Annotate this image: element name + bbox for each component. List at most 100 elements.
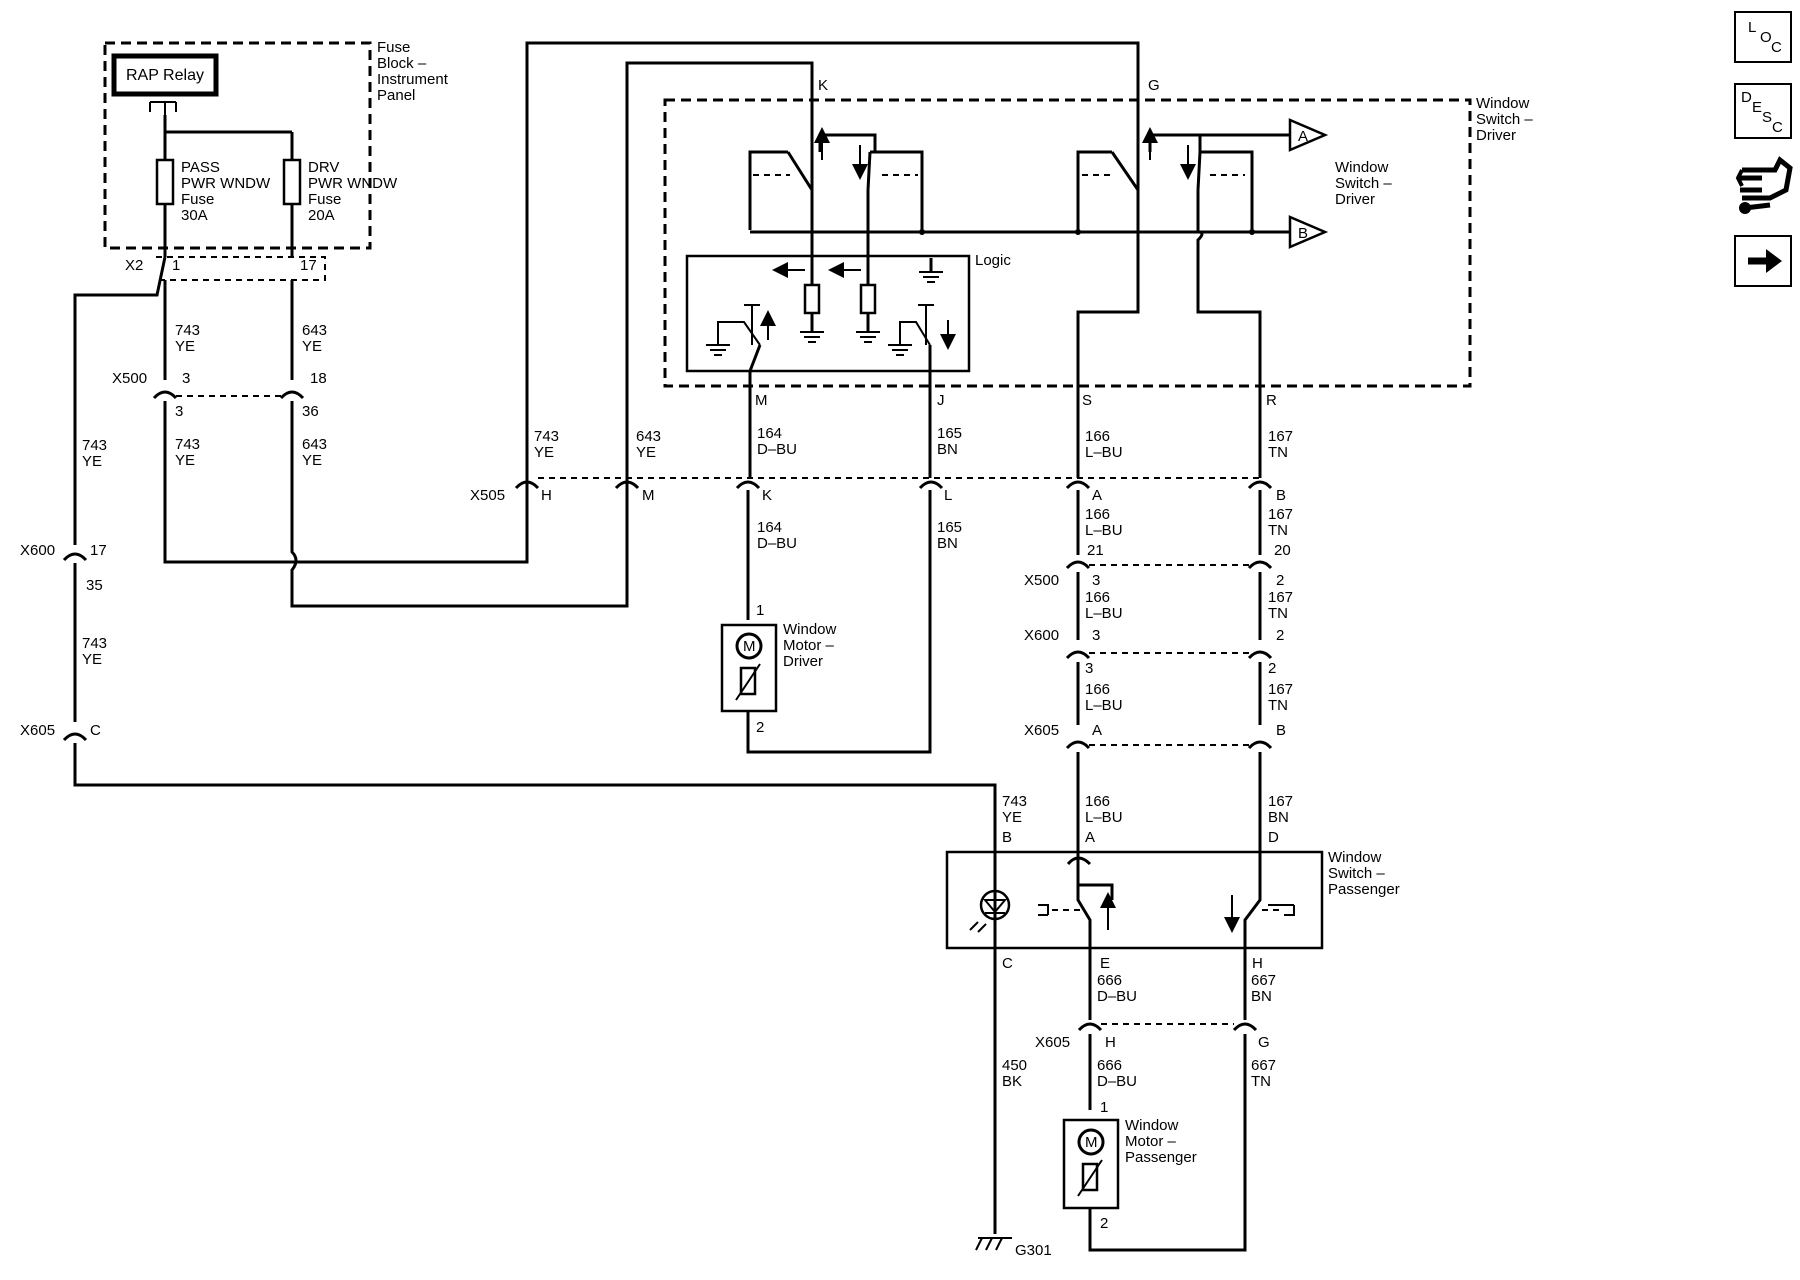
passenger-feed-chain: 166 L–BU 167 TN 166 L–BU 167 TN 21 20 X5… (1002, 386, 1293, 850)
pin-label: 3 (1092, 627, 1100, 644)
pin-label: L (944, 487, 952, 504)
pin-label: 20 (1274, 542, 1291, 559)
pin-label: 1 (756, 602, 764, 619)
pin-label: 3 (182, 370, 190, 387)
pin-label: J (937, 392, 945, 409)
wire-label: BN (937, 535, 958, 552)
pin-label: R (1266, 392, 1277, 409)
wire-label: 743 (1002, 793, 1027, 810)
pin-label: 21 (1087, 542, 1104, 559)
pin-label: G (1258, 1034, 1270, 1051)
switch-driver-arrows-label: Window (1335, 159, 1389, 176)
wire-label: 165 (937, 425, 962, 442)
pass-fuse-label-4: 30A (181, 207, 208, 224)
wire-label: 743 (175, 436, 200, 453)
pin-label: E (1100, 955, 1110, 972)
pin-label: K (762, 487, 772, 504)
wire-label: 167 (1268, 793, 1293, 810)
pass-fuse-label-2: PWR WNDW (181, 175, 271, 192)
switch-passenger-label: Switch – (1328, 865, 1385, 882)
wire-label: 643 (636, 428, 661, 445)
wire-label: 450 (1002, 1057, 1027, 1074)
pin-label: M (755, 392, 768, 409)
connector-label: X505 (470, 487, 505, 504)
pin-label: 35 (86, 577, 103, 594)
wire-label: YE (82, 453, 102, 470)
pin-label: 2 (756, 719, 764, 736)
desc-letter: E (1752, 99, 1762, 116)
wire-label: 167 (1268, 589, 1293, 606)
x505-connector: X505 H M K L A B (470, 477, 1286, 504)
wire-label: BN (1251, 988, 1272, 1005)
wire-label: 167 (1268, 428, 1293, 445)
desc-letter: C (1772, 119, 1783, 136)
pin-label: B (1002, 829, 1012, 846)
fuse-outputs: 743 YE 643 YE X500 3 18 3 36 743 YE 643 … (112, 280, 629, 608)
fuse-block-title-2: Block – (377, 55, 427, 72)
pass-fuse-label-1: PASS (181, 159, 220, 176)
wire-label: YE (534, 444, 554, 461)
wire-label: TN (1268, 605, 1288, 622)
wire-label: BN (937, 441, 958, 458)
pin-label: 36 (302, 403, 319, 420)
pin-label: 1 (172, 257, 180, 274)
wire-label: 743 (82, 437, 107, 454)
pin-label: B (1276, 487, 1286, 504)
wire-label: 166 (1085, 506, 1110, 523)
desc-icon[interactable]: D E S C (1734, 83, 1792, 139)
rap-relay (111, 53, 219, 97)
wire-label: 166 (1085, 681, 1110, 698)
wire-label: YE (175, 452, 195, 469)
pin-label: A (1085, 829, 1095, 846)
ground-symbol (975, 1237, 1012, 1251)
next-icon[interactable] (1734, 235, 1792, 287)
switch-passenger-label: Window (1328, 849, 1382, 866)
drv-fuse (282, 158, 302, 206)
pin-label: H (1105, 1034, 1116, 1051)
connector-label: X500 (112, 370, 147, 387)
fuse-block-title-4: Panel (377, 87, 415, 104)
pass-fuse-label-3: Fuse (181, 191, 214, 208)
arrow-a-label: A (1298, 128, 1308, 145)
motor-passenger-label: Window (1125, 1117, 1179, 1134)
connector-icon[interactable] (1735, 156, 1793, 214)
switch-driver-arrows-label: Switch – (1335, 175, 1392, 192)
wire-label: L–BU (1085, 444, 1123, 461)
wire-label: L–BU (1085, 522, 1123, 539)
wire-label: YE (175, 338, 195, 355)
wire-label: D–BU (757, 535, 797, 552)
pass-fuse (155, 158, 175, 206)
pin-label: 2 (1268, 660, 1276, 677)
wire-label: TN (1251, 1073, 1271, 1090)
wire-label: 667 (1251, 1057, 1276, 1074)
motor-passenger-label: Motor – (1125, 1133, 1177, 1150)
desc-letter: S (1762, 109, 1772, 126)
drv-fuse-label-4: 20A (308, 207, 335, 224)
motor-symbol: M (743, 638, 756, 655)
loc-icon[interactable]: L O C (1734, 11, 1792, 63)
loc-letter: O (1760, 29, 1772, 46)
wire-label: D–BU (1097, 1073, 1137, 1090)
pin-label: 1 (1100, 1099, 1108, 1116)
pin-label: H (541, 487, 552, 504)
pin-label: 18 (310, 370, 327, 387)
loc-letter: C (1771, 39, 1782, 56)
pin-label: 17 (300, 257, 317, 274)
wire-label: TN (1268, 697, 1288, 714)
motor-symbol: M (1085, 1134, 1098, 1151)
logic-box (685, 254, 971, 373)
connector-label: X500 (1024, 572, 1059, 589)
driver-motor-circuit: 164 D–BU 165 BN 164 D–BU 1 M Window Moto… (720, 371, 962, 754)
wire-label: TN (1268, 444, 1288, 461)
fuse-block: Fuse Block – Instrument Panel RAP Relay … (103, 39, 449, 281)
pin-label: 3 (1085, 660, 1093, 677)
wire-label: YE (1002, 809, 1022, 826)
motor-passenger-label: Passenger (1125, 1149, 1197, 1166)
wire-label: 743 (175, 322, 200, 339)
motor-driver-label: Window (783, 621, 837, 638)
window-switch-passenger: Window Switch – Passenger C E H (945, 849, 1400, 972)
passenger-motor-circuit: 666 D–BU 667 BN X605 H G 666 D–BU 1 M Wi… (975, 948, 1276, 1259)
pin-label: S (1082, 392, 1092, 409)
pin-label: K (818, 77, 828, 94)
